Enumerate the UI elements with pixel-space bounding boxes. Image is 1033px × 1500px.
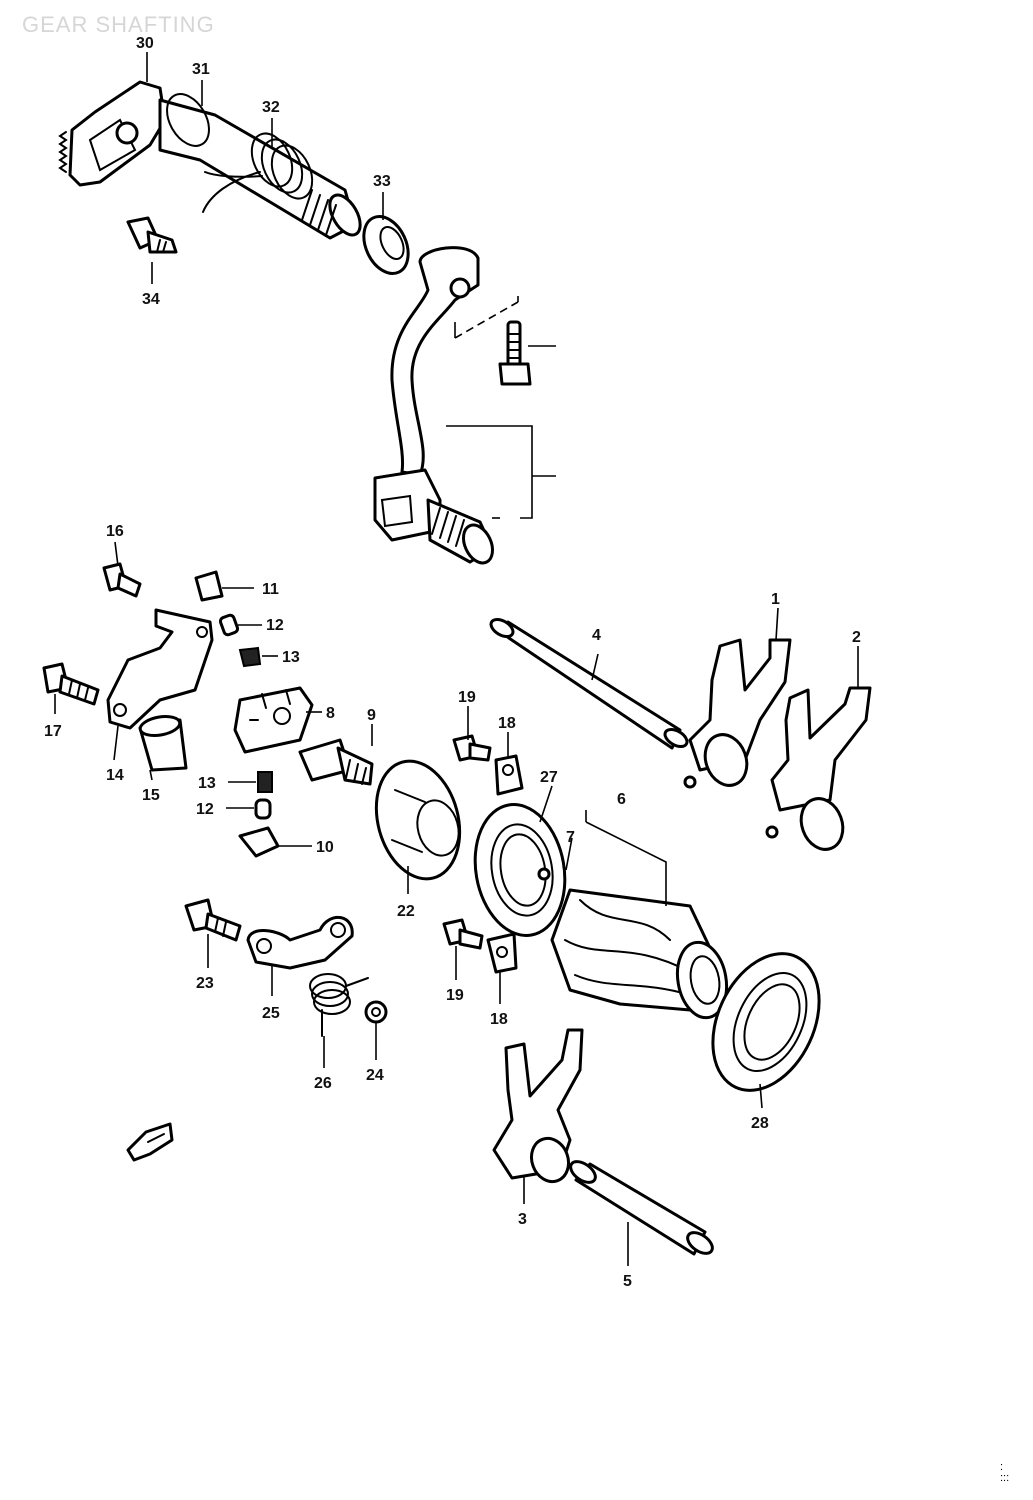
gear-shift-cam-drum-6 [537, 867, 729, 1020]
pin-12-lower [254, 798, 272, 820]
label-8: 8 [326, 705, 335, 722]
shift-cam-8 [233, 686, 314, 754]
label-14: 14 [106, 767, 124, 784]
shaft-return-spring [202, 132, 314, 213]
label-26: 28 [751, 1115, 769, 1132]
fork-shaft-5 [569, 1160, 714, 1256]
spring-13-lower [257, 771, 273, 793]
label-1: 1 [771, 591, 780, 608]
screw-19-lower [442, 918, 484, 950]
gearshift-lever-assembly [373, 246, 519, 565]
label-31: 34 [142, 291, 160, 308]
label-6: 6 [617, 791, 626, 808]
label-21: 23 [196, 975, 214, 992]
cam-pin-9 [298, 738, 374, 786]
shift-fork-3 [492, 1028, 584, 1184]
label-15: 15 [142, 787, 160, 804]
label-17: 17 [44, 723, 62, 740]
shift-fork-2 [765, 686, 872, 851]
sleeve-15 [138, 714, 188, 772]
washer-22 [364, 1000, 388, 1024]
screw-19-upper [452, 734, 492, 762]
label-28: 31 [192, 61, 210, 78]
label-9: 9 [367, 707, 376, 724]
label-12-lower: 12 [196, 801, 214, 818]
stopper-spring-24 [309, 973, 369, 1037]
label-2: 2 [852, 629, 861, 646]
front-direction-arrow-icon [126, 1122, 174, 1162]
label-22: 24 [366, 1067, 384, 1084]
label-19-lower: 19 [446, 987, 464, 1004]
cam-guide-plate-14 [106, 608, 214, 730]
spring-13-upper [238, 646, 262, 668]
label-20: 22 [397, 903, 415, 920]
label-3: 3 [518, 1211, 527, 1228]
shift-shaft-gear-lever [58, 80, 167, 187]
stopper-10 [238, 826, 280, 858]
part-labels: 30 31 32 33 34 16 11 12 13 17 14 15 8 9 … [44, 35, 861, 1290]
label-23: 25 [262, 1005, 280, 1022]
label-13-lower: 13 [198, 775, 216, 792]
fork-shaft-4 [489, 617, 689, 750]
label-10: 10 [316, 839, 334, 856]
corner-mark: : ::: [1000, 1461, 1010, 1484]
label-18-upper: 18 [498, 715, 516, 732]
bolt-16 [102, 562, 142, 598]
retainer-18-upper [494, 754, 524, 796]
bolt-31 [126, 216, 178, 254]
label-11: 11 [262, 581, 279, 598]
label-30: 33 [373, 173, 391, 190]
label-12-upper: 12 [266, 617, 284, 634]
label-27: 30 [136, 35, 154, 52]
retainer-18-lower [486, 932, 518, 974]
label-24: 26 [314, 1075, 332, 1092]
bolt-17 [42, 662, 100, 706]
label-4: 4 [592, 627, 601, 644]
gear-shift-shaft [158, 93, 362, 240]
label-13-upper: 13 [282, 649, 300, 666]
stopper-arm-23 [246, 915, 354, 970]
diagram-title: GEAR SHAFTING [22, 12, 215, 37]
bearing-26 [711, 952, 821, 1092]
oil-seal-30 [362, 215, 410, 275]
label-16: 16 [106, 523, 124, 540]
shift-fork-1 [683, 638, 792, 789]
bearing-25 [473, 803, 567, 937]
label-5: 5 [623, 1273, 632, 1290]
bolt-34 [498, 320, 532, 386]
pin-12-upper [218, 613, 240, 637]
label-19-upper: 19 [458, 689, 476, 706]
stopper-11 [194, 570, 224, 602]
label-18-lower: 18 [490, 1011, 508, 1028]
shift-cam-drum-flange-20 [374, 759, 462, 881]
label-25: 27 [540, 769, 558, 786]
leader-lines [54, 52, 859, 1266]
label-29: 32 [262, 99, 280, 116]
bolt-21 [184, 898, 242, 942]
label-7: 7 [566, 829, 575, 846]
